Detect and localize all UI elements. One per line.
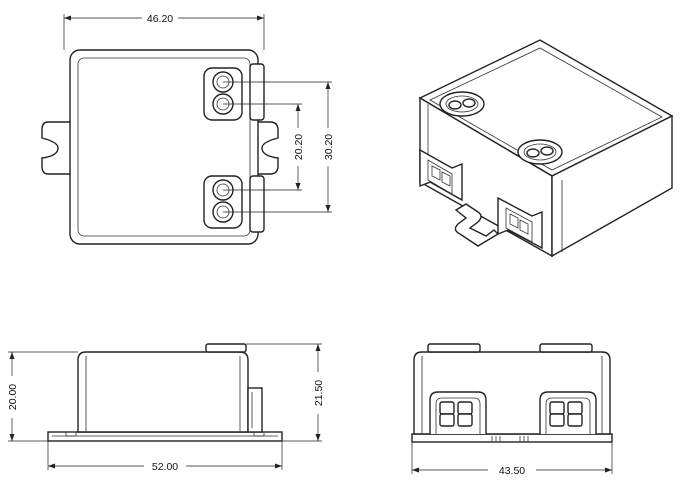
front-vents — [491, 436, 529, 442]
left-mounting-ear — [41, 121, 78, 175]
front-base-plate — [411, 433, 613, 443]
side-total-height-label: 21.50 — [313, 380, 325, 406]
side-terminal-top — [205, 343, 247, 353]
front-view: 43.50 — [411, 343, 613, 477]
front-terminal-top-1 — [427, 343, 481, 353]
side-view: 20.00 21.50 52.00 — [7, 343, 325, 473]
isometric-view — [418, 39, 674, 258]
outer-pitch-label: 30.20 — [323, 134, 335, 160]
top-body-inner — [77, 57, 251, 237]
side-connector — [247, 387, 263, 433]
iso-side-face — [551, 114, 673, 258]
iso-mounting-tab — [454, 203, 500, 247]
iso-connector-1 — [419, 148, 463, 202]
inner-pitch-label: 20.20 — [293, 134, 305, 160]
side-length-label: 52.00 — [152, 461, 178, 473]
upper-connector-housing — [249, 63, 265, 121]
side-body — [77, 351, 249, 433]
top-width-label: 46.20 — [147, 13, 173, 25]
side-height-label: 20.00 — [7, 384, 19, 410]
side-base-plate — [47, 431, 283, 442]
front-width-label: 43.50 — [499, 465, 525, 477]
lower-connector-housing — [249, 175, 265, 233]
top-view: 46.20 20.20 30.20 — [41, 13, 335, 245]
front-terminal-top-2 — [539, 343, 593, 353]
right-mounting-ear — [258, 121, 279, 175]
